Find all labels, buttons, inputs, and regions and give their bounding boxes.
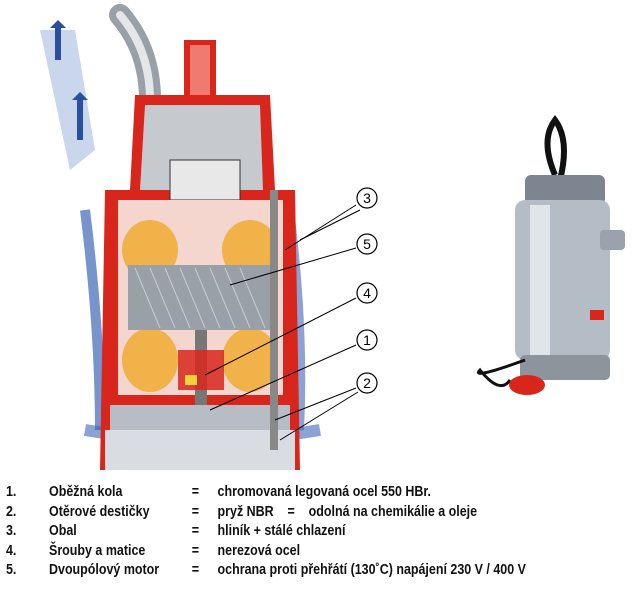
legend-equals: = bbox=[191, 523, 200, 540]
legend-name: Otěrové destičky bbox=[49, 503, 150, 520]
legend-equals: = bbox=[191, 562, 200, 579]
legend-number: 2. bbox=[6, 503, 17, 520]
callout-markers bbox=[356, 187, 378, 394]
pump-photo bbox=[477, 114, 625, 395]
legend-value: nerezová ocel bbox=[217, 542, 301, 559]
legend-name: Dvoupólový motor bbox=[49, 562, 160, 579]
legend-name: Šrouby a matice bbox=[49, 542, 146, 559]
legend-equals: = bbox=[191, 503, 200, 520]
legend-value: chromovaná legovaná ocel 550 HBr. bbox=[217, 484, 432, 500]
legend-number: 1. bbox=[6, 484, 17, 500]
callout-5: 5 bbox=[363, 236, 371, 252]
impeller bbox=[110, 405, 290, 430]
legend-value: hliník + stálé chlazení bbox=[217, 523, 346, 540]
legend-name: Oběžná kola bbox=[49, 484, 123, 500]
callout-1: 1 bbox=[363, 332, 371, 348]
legend-value: ochrana proti přehřátí (130˚C) napájení … bbox=[217, 562, 526, 579]
legend-value: pryž NBR = odolná na chemikálie a oleje bbox=[217, 503, 478, 520]
callout-3: 3 bbox=[363, 190, 371, 206]
legend-equals: = bbox=[191, 542, 200, 559]
stator bbox=[128, 265, 273, 330]
callout-lines bbox=[204, 204, 361, 441]
legend-number: 5. bbox=[6, 562, 17, 579]
legend-number: 3. bbox=[6, 523, 17, 540]
legend-equals: = bbox=[191, 484, 200, 500]
callout-2: 2 bbox=[363, 375, 371, 391]
legend-name: Obal bbox=[49, 523, 77, 540]
callout-4: 4 bbox=[363, 285, 371, 301]
legend-number: 4. bbox=[6, 542, 17, 559]
